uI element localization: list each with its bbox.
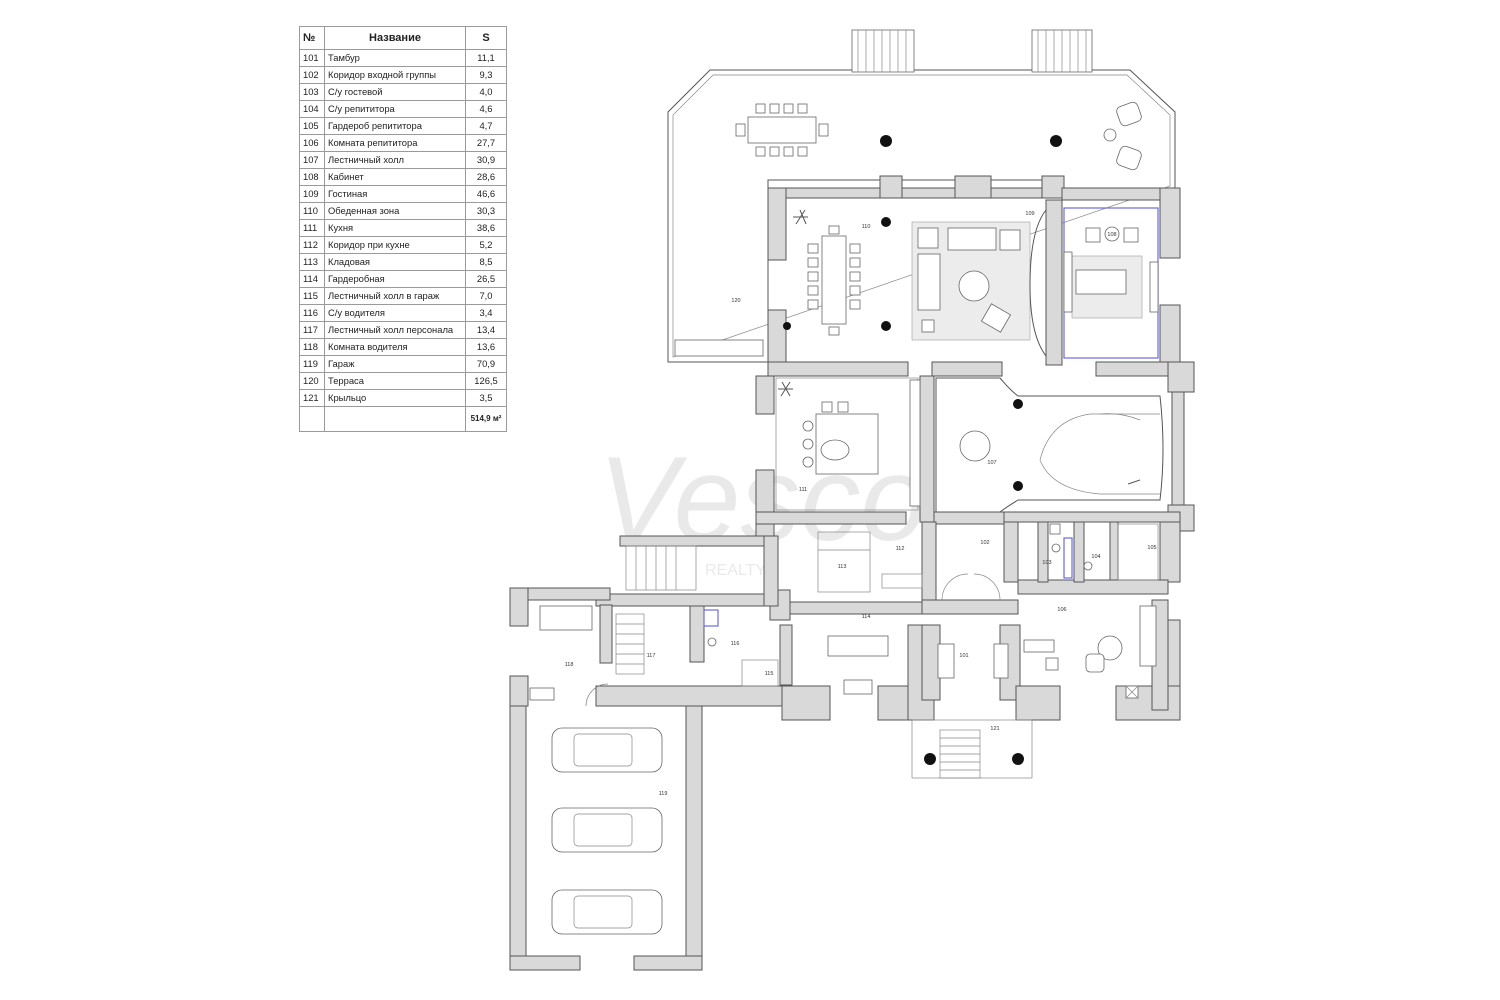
terrace-steps-left — [851, 29, 915, 73]
room-number-113: 113 — [838, 564, 847, 570]
watermark-subtitle: REALTY — [705, 562, 766, 579]
room-number-105: 105 — [1147, 545, 1156, 551]
room-number-119: 119 — [659, 791, 668, 797]
sofa-top — [947, 227, 997, 251]
room-area-cell: 3,5 — [465, 389, 507, 407]
room-112-113: 112 113 — [817, 531, 923, 593]
bed — [1139, 605, 1157, 667]
room-102-corridor: 102 — [941, 540, 1001, 601]
room-108-study: 108 — [1063, 207, 1159, 359]
coffee-table — [958, 270, 990, 302]
room-number-101: 101 — [959, 653, 968, 659]
room-number-116: 116 — [731, 641, 740, 647]
room-107-stair-hall: 107 — [935, 377, 1164, 513]
room-number-104: 104 — [1091, 554, 1100, 560]
room-number-118: 118 — [565, 662, 574, 668]
terrace-dining-table — [747, 116, 817, 144]
car-1 — [551, 727, 663, 773]
room-number-107: 107 — [987, 460, 996, 466]
room-area-cell: 27,7 — [465, 134, 507, 152]
room-number-103: 103 — [1042, 560, 1051, 566]
room-number-102: 102 — [980, 540, 989, 546]
room-109-living: 109 — [911, 209, 1047, 357]
total-area: 514,9 м² — [465, 406, 507, 432]
driver-sofa — [539, 605, 593, 631]
room-number-115: 115 — [765, 671, 774, 677]
room-119-garage: 119 — [509, 705, 703, 971]
total-empty-cell — [324, 406, 466, 432]
room-number-114: 114 — [862, 614, 871, 620]
plant-icon — [778, 209, 808, 397]
desk — [1075, 269, 1127, 295]
room-118-driver: 118 — [529, 605, 609, 707]
room-area-cell: 9,3 — [465, 66, 507, 84]
sofa-left — [917, 253, 941, 311]
rooms-115-116-117: 117 116 115 — [615, 545, 779, 687]
kitchen-counter — [909, 379, 921, 507]
room-number-108: 108 — [1107, 232, 1116, 238]
room-area-cell: 4,0 — [465, 83, 507, 101]
room-number-112: 112 — [896, 546, 905, 552]
hall-round-table — [959, 430, 991, 462]
room-number-106: 106 — [1057, 607, 1066, 613]
car-3 — [551, 889, 663, 935]
schedule-header-row: № Название S — [299, 26, 507, 50]
car-2 — [551, 807, 663, 853]
dining-table — [821, 235, 847, 325]
room-number-121: 121 — [990, 726, 999, 732]
terrace-120: 120 — [667, 29, 1176, 363]
room-number-110: 110 — [862, 224, 871, 230]
room-114-wardrobe: 114 — [827, 614, 889, 695]
header-number: № — [299, 26, 325, 50]
schedule-total-row: 514,9 м² — [299, 406, 507, 432]
room-number-109: 109 — [1025, 211, 1034, 217]
room-number-111: 111 — [799, 487, 807, 493]
rooms-103-104-105: 103 104 105 — [1042, 523, 1159, 581]
header-name: Название — [324, 26, 466, 50]
room-111-kitchen: 111 — [775, 377, 921, 511]
room-110-dining: 110 — [783, 217, 891, 336]
room-number-120: 120 — [731, 298, 740, 304]
room-number-117: 117 — [647, 653, 656, 659]
wardrobe-island — [827, 635, 889, 657]
room-106-tutor: 106 — [1023, 605, 1157, 699]
room-101-121: 101 121 — [911, 643, 1033, 779]
